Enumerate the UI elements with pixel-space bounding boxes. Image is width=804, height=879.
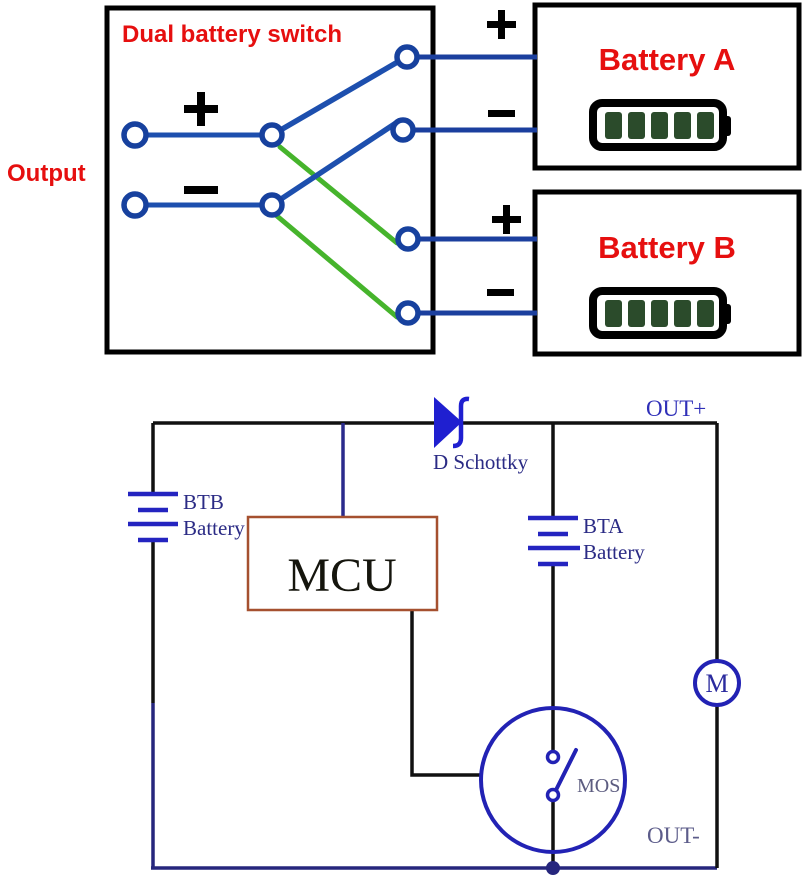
btb-name-label: BTB [183, 490, 224, 514]
contact-a-minus [390, 117, 416, 143]
minus-icon [184, 186, 218, 194]
mcu-label: MCU [287, 549, 396, 602]
battery-a-box [532, 2, 802, 171]
mcu-gate-wire [410, 610, 482, 777]
mos-label: MOS [577, 775, 620, 797]
terminal-circles [121, 44, 421, 326]
green-switch-path-b-minus [274, 213, 400, 320]
switch-box [104, 5, 436, 355]
motor-icon [693, 659, 741, 707]
switch-pole-minus [259, 192, 285, 218]
out-minus-label: OUT- [647, 823, 700, 848]
btb-battery-symbol [128, 491, 178, 543]
battery-b-label: Battery B [598, 230, 736, 265]
schottky-diode-icon [434, 396, 470, 449]
green-switch-path-b-plus [277, 144, 400, 246]
contact-a-plus [394, 44, 420, 70]
blue-switch-blade-a-plus [269, 57, 404, 138]
output-plus-terminal [121, 121, 149, 149]
out-plus-label: OUT+ [646, 396, 706, 421]
bta-name-label: BTA [583, 514, 624, 538]
plus-icon [184, 92, 218, 126]
mcu-box [246, 515, 439, 612]
minus-icon [487, 289, 514, 296]
battery-a-label: Battery A [599, 42, 736, 77]
minus-icon [488, 110, 515, 117]
blue-switch-blade-a-minus [269, 118, 402, 208]
junction-dot [546, 861, 560, 875]
motor-label: M [705, 669, 728, 698]
diode-label: D Schottky [433, 450, 529, 474]
battery-level-icon [589, 287, 731, 339]
bta-sub-label: Battery [583, 540, 645, 564]
plus-icon [492, 205, 521, 234]
bta-battery-symbol [528, 515, 580, 567]
plus-icon [487, 10, 516, 39]
mos-switch-icon [479, 706, 627, 854]
btb-sub-label: Battery [183, 516, 245, 540]
output-label: Output [7, 160, 86, 187]
switch-pole-plus [259, 122, 285, 148]
switch-box-title: Dual battery switch [122, 21, 342, 48]
battery-b-box [532, 189, 802, 357]
contact-b-minus [395, 300, 421, 326]
contact-b-plus [395, 226, 421, 252]
battery-level-icon [589, 99, 731, 151]
output-minus-terminal [121, 191, 149, 219]
